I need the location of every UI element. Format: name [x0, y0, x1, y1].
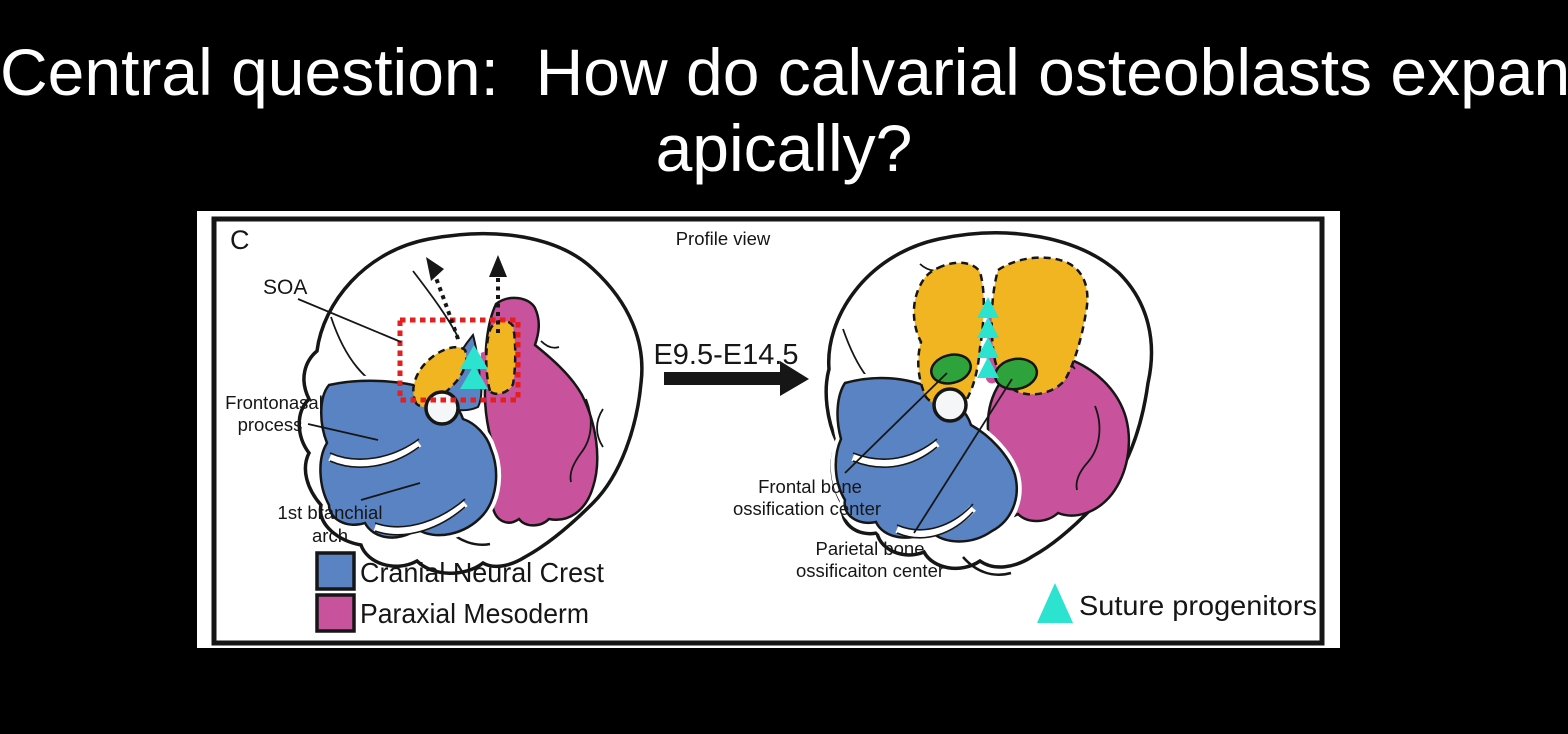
parietal-label-line1: Parietal bone — [815, 538, 924, 559]
right-head-e14-diagram: Frontal bone ossification center Parieta… — [733, 231, 1154, 581]
suture-progenitor-legend-icon — [1037, 583, 1073, 623]
transition-arrow — [664, 361, 809, 396]
panel-letter: C — [230, 225, 250, 255]
slide-title-line1: Central question: How do calvarial osteo… — [0, 35, 1568, 109]
profile-view-label: Profile view — [676, 228, 771, 249]
figure-panel: C SOA Frontonasal process 1st branchial … — [197, 211, 1340, 648]
suture-progenitor-triangle — [977, 317, 999, 338]
soa-leader-line — [297, 298, 402, 343]
suture-progenitor-triangle — [977, 357, 999, 378]
stage-transition-group: Profile view E9.5-E14.5 — [653, 228, 809, 396]
suture-progenitor-triangle — [977, 337, 999, 358]
facial-prominence-gaps-right — [851, 438, 976, 539]
arrowhead — [489, 255, 507, 277]
facial-prominence-gaps-left — [328, 438, 468, 536]
parietal-anlage-left — [485, 319, 517, 396]
frontal-bone-region — [912, 261, 986, 408]
legend-swatch-paraxial-mesoderm — [315, 593, 356, 633]
branchial-label-line1: 1st branchial — [278, 502, 383, 523]
frontonasal-leader-line — [307, 423, 379, 441]
apical-expansion-arrows — [426, 255, 507, 340]
frontal-label-line1: Frontal bone — [758, 476, 862, 497]
otic-vesicle-circle — [424, 390, 460, 426]
branchial-leader-line — [360, 482, 421, 501]
neck-line — [962, 556, 1012, 576]
frontal-ossification-center — [930, 353, 972, 385]
legend-swatch-cranial-neural-crest — [315, 551, 356, 591]
left-head-e9-diagram: C SOA Frontonasal process 1st branchial … — [225, 225, 644, 575]
arrowhead — [426, 257, 444, 281]
parietal-leader-line — [913, 378, 1013, 534]
frontonasal-label-line2: process — [238, 414, 303, 435]
slide-title-line2: apically? — [655, 111, 913, 185]
frontonasal-label-line1: Frontonasal — [225, 392, 323, 413]
branchial-label-line2: arch — [312, 525, 348, 546]
suture-progenitor-triangle — [460, 365, 488, 389]
soa-label: SOA — [263, 276, 307, 299]
suture-progenitor-legend: Suture progenitors — [1037, 583, 1317, 623]
frontal-label-line2: ossification center — [733, 498, 881, 519]
stage-label: E9.5-E14.5 — [653, 339, 798, 371]
legend-label-cranial-neural-crest: Cranial Neural Crest — [360, 557, 604, 588]
skull-contour-line — [596, 408, 604, 448]
frontal-leader-line — [844, 372, 948, 474]
legend-label-paraxial-mesoderm: Paraxial Mesoderm — [360, 598, 589, 629]
suture-progenitor-legend-label: Suture progenitors — [1079, 590, 1317, 621]
mesoderm-contour-line — [540, 340, 560, 349]
mesoderm-contour-line — [569, 398, 592, 483]
suture-progenitor-triangle — [460, 345, 488, 369]
mesoderm-contour-line — [1075, 405, 1101, 491]
frontal-anlage-left — [412, 346, 468, 409]
parietal-label-line2: ossificaiton center — [796, 560, 944, 581]
figure-frame — [211, 216, 1325, 646]
suture-progenitor-triangle — [977, 297, 999, 318]
otic-vesicle-circle — [932, 387, 968, 423]
figure-svg: C SOA Frontonasal process 1st branchial … — [211, 216, 1325, 646]
skull-contour-line — [412, 270, 460, 340]
color-legend: Cranial Neural Crest Paraxial Mesoderm — [315, 551, 604, 633]
